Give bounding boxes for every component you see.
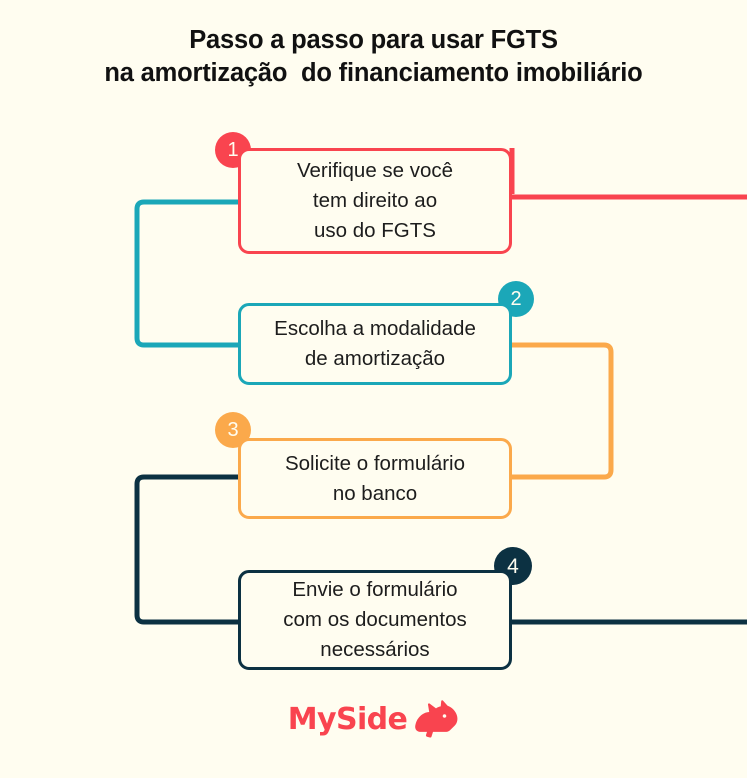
step-box-2: Escolha a modalidade de amortização xyxy=(238,303,512,385)
page-title-line-2: na amortização do financiamento imobiliá… xyxy=(104,59,643,87)
step-box-4: Envie o formulário com os documentos nec… xyxy=(238,570,512,670)
page-title: Passo a passo para usar FGTS na amortiza… xyxy=(0,24,747,90)
page-title-line-1: Passo a passo para usar FGTS xyxy=(189,26,558,54)
brand-logo: MySide xyxy=(0,700,747,738)
step-label-2: Escolha a modalidade de amortização xyxy=(274,317,476,370)
step-label-4: Envie o formulário com os documentos nec… xyxy=(283,578,467,661)
connector-step-3-to-step-4-navy xyxy=(134,474,238,625)
connector-step-1-to-step-2-teal xyxy=(134,199,238,348)
step-box-3: Solicite o formulário no banco xyxy=(238,438,512,519)
brand-name: MySide xyxy=(287,701,408,737)
step-label-1: Verifique se você tem direito ao uso do … xyxy=(296,159,454,242)
step-box-1: Verifique se você tem direito ao uso do … xyxy=(238,148,512,254)
connector-step-2-to-step-3-orange xyxy=(512,342,614,480)
step-label-3: Solicite o formulário no banco xyxy=(284,451,465,505)
dog-head-icon xyxy=(415,700,458,738)
